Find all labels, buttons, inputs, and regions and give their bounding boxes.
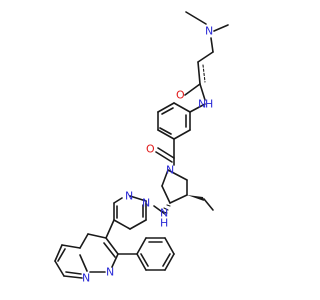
- pyrimidine-ring: [113, 195, 147, 230]
- amine-linker: [153, 205, 166, 215]
- pyrrolidine-ring: [160, 169, 214, 214]
- atom-pyrrolidine-n: N: [166, 164, 174, 177]
- atom-pyrimidine-n2: N: [142, 197, 150, 210]
- atom-amine-h: H: [160, 217, 168, 230]
- atom-amide-n: N: [198, 98, 206, 111]
- atom-pyrazole-n: N: [106, 266, 114, 279]
- phenylene-ring: [157, 102, 191, 140]
- atom-amine-n: N: [160, 207, 168, 220]
- atom-n-dimethyl: N: [205, 25, 213, 38]
- phenyl-ring: [117, 237, 175, 271]
- atom-labels: N N H O O N N H N N N N: [82, 25, 213, 285]
- atom-pyrimidine-n1: N: [125, 190, 133, 203]
- dimethylamino-crotonamide-chain: [184, 11, 229, 113]
- atom-amide-h: H: [205, 98, 213, 111]
- molecule-diagram: N N H O O N N H N N N N: [54, 11, 229, 285]
- atom-amide-o: O: [176, 89, 185, 102]
- pyrazolo-pyridine-core: [54, 219, 119, 279]
- molecule-structure: N N H O O N N H N N N N: [54, 11, 229, 285]
- benzoyl-carbonyl: [155, 111, 175, 166]
- atom-carbonyl-o: O: [146, 143, 155, 156]
- atom-pyridine-n: N: [82, 272, 90, 285]
